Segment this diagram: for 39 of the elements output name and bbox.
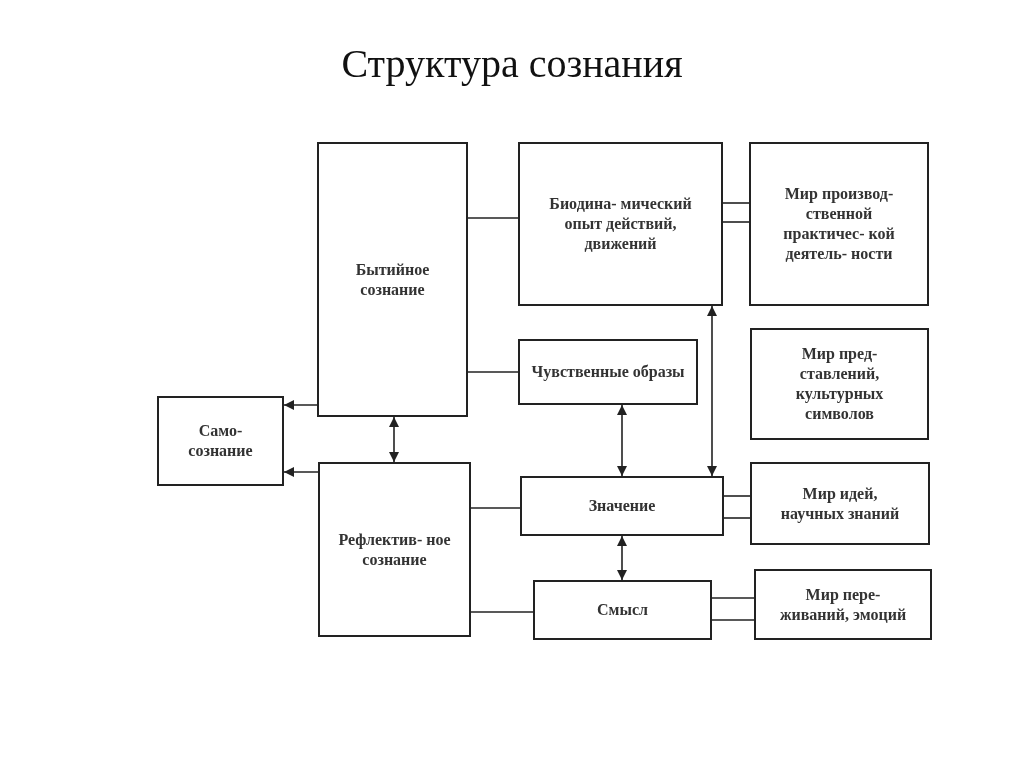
box-label: Мир производ- ственной практичес- кой деятель- ности	[782, 184, 896, 264]
diagram-title: Структура сознания	[340, 40, 684, 87]
connector-line	[722, 202, 750, 204]
text-box	[518, 142, 723, 306]
box-label: Биодина- мический опыт действий, движений	[548, 194, 693, 254]
arrow	[283, 467, 319, 477]
arrow	[617, 404, 627, 477]
box-label: Смысл	[597, 600, 648, 620]
connector-line	[470, 507, 521, 509]
connector-line	[467, 217, 519, 219]
text-box	[750, 328, 929, 440]
box-label: Значение	[588, 496, 656, 516]
text-box	[754, 569, 932, 640]
connector-line	[470, 611, 534, 613]
text-box	[533, 580, 712, 640]
arrow	[389, 416, 399, 463]
arrow	[707, 305, 717, 477]
box-label: Бытийное сознание	[354, 259, 431, 300]
box-label: Мир пере- живаний, эмоций	[778, 584, 908, 625]
text-box	[318, 462, 471, 637]
text-box	[750, 462, 930, 545]
box-label: Само- сознание	[187, 421, 254, 461]
connector-line	[711, 619, 755, 621]
text-box	[518, 339, 698, 405]
text-box	[520, 476, 724, 536]
text-box	[157, 396, 284, 486]
connector-line	[722, 221, 750, 223]
connector-line	[467, 371, 519, 373]
connector-line	[711, 597, 755, 599]
text-box	[317, 142, 468, 417]
connector-line	[723, 517, 751, 519]
text-box	[749, 142, 929, 306]
connector-line	[723, 495, 751, 497]
arrow	[283, 400, 318, 410]
box-label: Рефлектив- ное сознание	[337, 529, 452, 570]
box-label: Мир идей, научных знаний	[779, 483, 901, 524]
arrow	[617, 535, 627, 581]
box-label: Мир пред- ставлений, культурных символов	[794, 344, 885, 424]
box-label: Чувственные образы	[531, 362, 685, 382]
